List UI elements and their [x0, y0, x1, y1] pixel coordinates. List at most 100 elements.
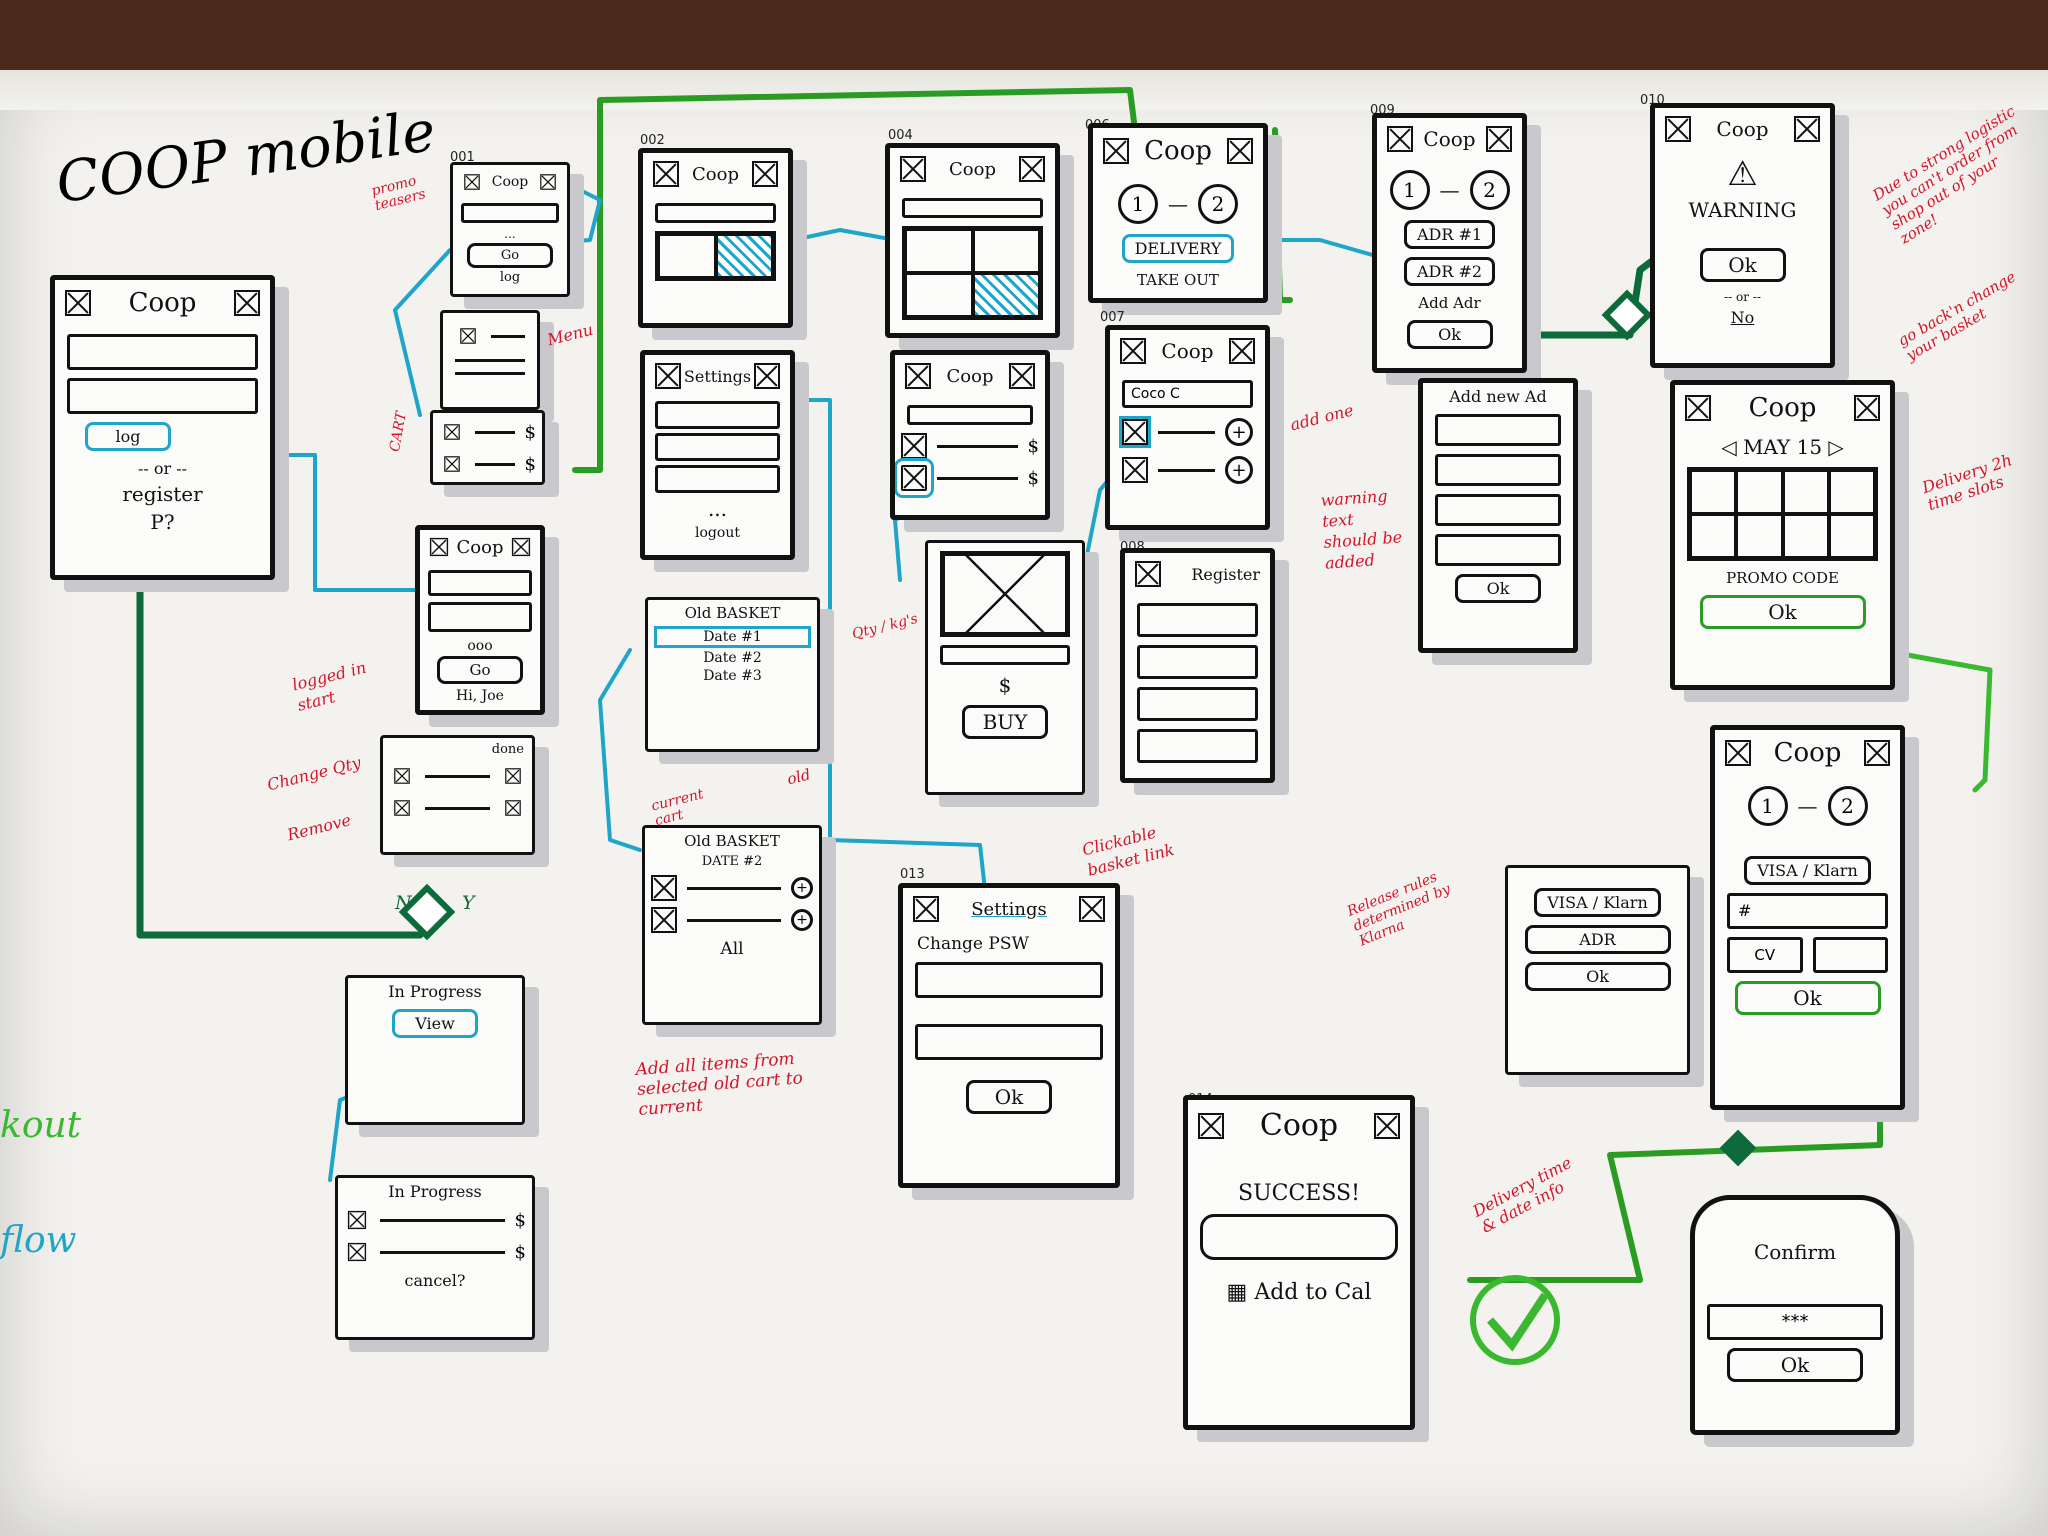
qty-stepper-icon[interactable] [505, 768, 521, 784]
product-grid[interactable] [655, 231, 776, 281]
app-name: Coop [456, 536, 504, 558]
screen-002: Coop [638, 148, 793, 328]
settings-screen: Settings ... logout [640, 350, 795, 560]
go-button[interactable]: Go [437, 656, 523, 684]
basket-date: DATE #2 [701, 854, 763, 869]
go-button[interactable]: Go [467, 243, 553, 268]
add-address-screen: Add new Ad Ok [1418, 378, 1578, 653]
image-placeholder-icon [1229, 338, 1255, 364]
basket-date-3[interactable]: Date #3 [703, 668, 762, 684]
product-grid[interactable] [902, 226, 1043, 320]
add-to-calendar-link[interactable]: ▦ Add to Cal [1188, 1280, 1410, 1305]
image-placeholder-icon [429, 537, 449, 557]
image-placeholder-icon [1854, 395, 1880, 421]
address-2[interactable]: ADR #2 [1403, 257, 1496, 286]
step-1: 1 [1389, 170, 1430, 210]
search-input[interactable]: Coco C [1122, 380, 1253, 408]
basket-date-1[interactable]: Date #1 [654, 626, 811, 648]
expiry-field[interactable] [1812, 937, 1888, 973]
ok-button[interactable]: Ok [1406, 320, 1493, 349]
image-placeholder-icon [1864, 740, 1890, 766]
card-selector[interactable]: VISA / Klarn [1534, 888, 1661, 917]
password-field[interactable] [67, 378, 258, 414]
ok-button[interactable]: Ok [966, 1080, 1052, 1114]
image-placeholder-icon [234, 290, 260, 316]
screen-number: 004 [888, 128, 913, 143]
confirm-title: Confirm [1753, 1240, 1837, 1264]
ok-button[interactable]: Ok [1734, 981, 1881, 1015]
old-basket-title: Old BASKET [684, 832, 780, 850]
cv-field[interactable]: CV [1727, 937, 1803, 973]
app-name: Coop [1144, 136, 1212, 166]
image-placeholder-icon [913, 896, 939, 922]
legend-flow: flow [0, 1220, 77, 1261]
settings-title: Settings [683, 366, 752, 386]
edit-qty-screen: done [380, 735, 535, 855]
screen-014: Coop SUCCESS! ▦ Add to Cal [1183, 1095, 1415, 1430]
done-label[interactable]: done [491, 742, 524, 757]
decision-no-label: N [395, 892, 412, 914]
cancel-link[interactable]: cancel? [404, 1271, 466, 1290]
app-name: Coop [491, 174, 529, 190]
old-basket-list-screen: Old BASKET Date #1 Date #2 Date #3 [645, 597, 820, 752]
username-field[interactable] [461, 203, 559, 223]
delivery-button[interactable]: DELIVERY [1121, 234, 1235, 263]
promo-code-link[interactable]: PROMO CODE [1726, 569, 1839, 587]
password-field[interactable] [915, 962, 1103, 998]
address-button[interactable]: ADR [1524, 925, 1671, 954]
screen-number: 007 [1100, 310, 1125, 325]
product-detail-screen: $ BUY [925, 540, 1085, 795]
password-field[interactable] [915, 1024, 1103, 1060]
search-field[interactable] [655, 203, 776, 223]
search-field[interactable] [902, 198, 1043, 218]
prev-icon[interactable]: ◁ [1721, 435, 1743, 459]
image-placeholder-icon [1374, 1112, 1400, 1139]
time-slot-grid[interactable] [1687, 467, 1878, 561]
app-name: Coop [946, 365, 994, 387]
qty-field[interactable] [940, 645, 1070, 665]
old-basket-title: Old BASKET [684, 604, 781, 622]
ok-button[interactable]: Ok [1699, 595, 1866, 629]
log-link[interactable]: log [499, 270, 521, 285]
product-image [940, 551, 1070, 637]
search-field[interactable] [907, 405, 1033, 425]
image-placeholder-icon [444, 424, 460, 440]
forgot-password-link[interactable]: P? [150, 510, 175, 534]
login-button[interactable]: log [85, 422, 171, 451]
ok-button[interactable]: Ok [1727, 1348, 1863, 1382]
date-selector[interactable]: ◁ MAY 15 ▷ [1675, 435, 1890, 459]
ok-button[interactable]: Ok [1699, 248, 1786, 282]
register-link[interactable]: register [122, 482, 203, 506]
card-selector[interactable]: VISA / Klarn [1744, 856, 1871, 885]
screen-number: 001 [450, 150, 475, 165]
basket-date-2[interactable]: Date #2 [703, 650, 762, 666]
logout-link[interactable]: logout [695, 525, 740, 541]
image-placeholder-icon [905, 363, 931, 389]
image-placeholder-icon[interactable] [895, 458, 934, 498]
qty-stepper-icon[interactable] [505, 800, 521, 816]
view-button[interactable]: View [392, 1009, 478, 1038]
username-field[interactable] [67, 334, 258, 370]
ok-button[interactable]: Ok [1455, 574, 1541, 603]
address-1[interactable]: ADR #1 [1403, 220, 1496, 249]
payment-popup: VISA / Klarn ADR Ok [1505, 865, 1690, 1075]
app-name: Coop [1423, 127, 1476, 151]
or-separator: -- or -- [1724, 290, 1761, 304]
image-placeholder-icon [901, 433, 927, 459]
search-field[interactable] [428, 570, 532, 596]
add-address-link[interactable]: Add Adr [1418, 294, 1481, 312]
card-number-field[interactable]: # [1727, 893, 1888, 929]
image-placeholder-icon [1685, 395, 1711, 421]
screen-010: Coop ⚠ WARNING Ok -- or -- No [1650, 103, 1835, 368]
no-link[interactable]: No [1730, 308, 1755, 327]
annotation-warning-text: warning text should be added [1320, 486, 1403, 573]
add-all-button[interactable]: All [720, 939, 744, 959]
image-placeholder-icon [1227, 138, 1253, 164]
pin-field[interactable]: *** [1707, 1304, 1883, 1340]
takeout-button[interactable]: TAKE OUT [1137, 271, 1219, 289]
in-progress-title: In Progress [388, 1182, 482, 1201]
screen-013: Settings Change PSW Ok [898, 883, 1120, 1188]
buy-button[interactable]: BUY [962, 705, 1048, 739]
next-icon[interactable]: ▷ [1822, 435, 1844, 459]
ok-button[interactable]: Ok [1524, 962, 1671, 991]
